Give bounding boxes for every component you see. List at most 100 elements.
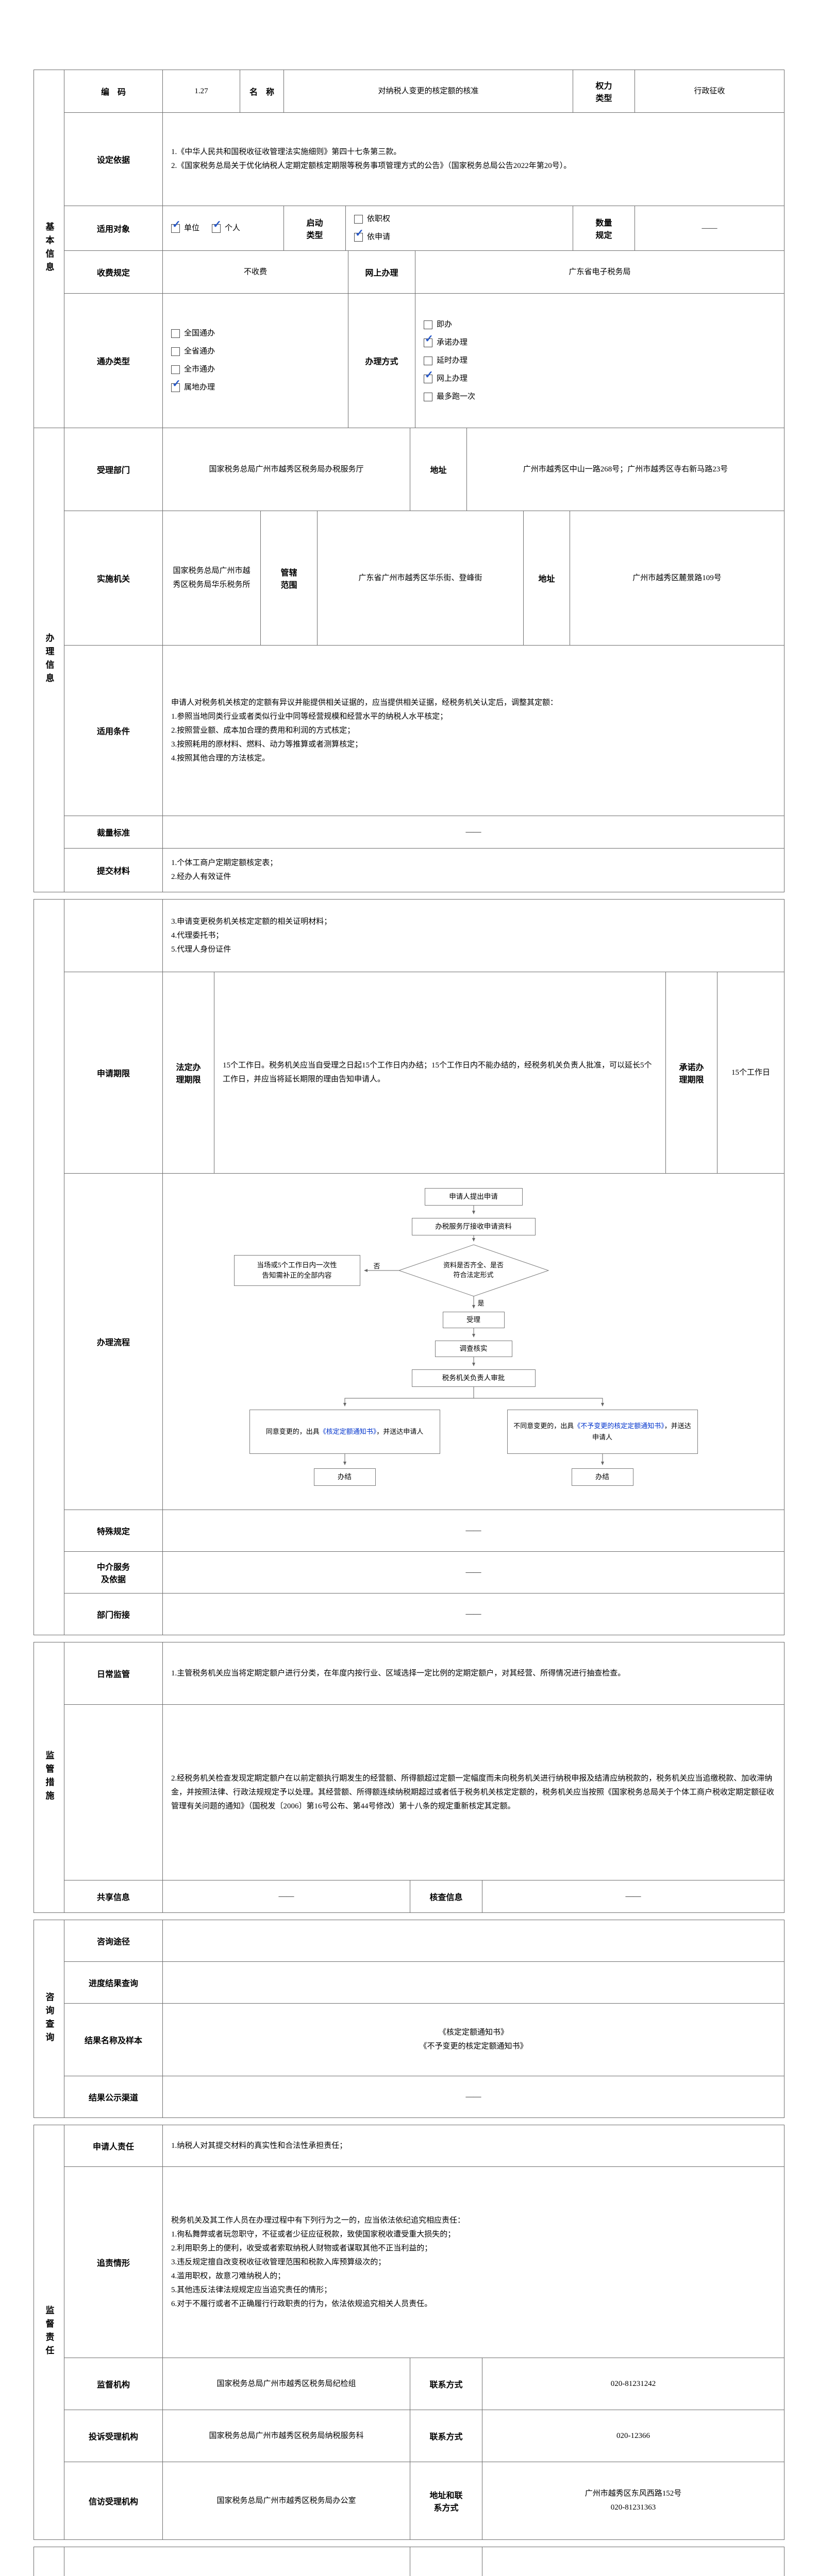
liability-label: 追责情形	[96, 2259, 130, 2268]
share-value: ——	[162, 1880, 410, 1912]
review-label: 行政复议机关	[64, 2547, 162, 2576]
review-addr-value: 广州市越秀区东风西路152号	[482, 2547, 784, 2576]
option-local: ✓ 属地办理	[171, 379, 215, 395]
result-text: 同意变更的，出具	[265, 1427, 320, 1435]
monitor-org-label: 监督机构	[96, 2381, 130, 2389]
checkbox-on-application[interactable]: ✓	[354, 228, 364, 242]
legal-period-label: 法定办 理期限	[162, 972, 214, 1173]
result-text: ，并送达申请人	[376, 1427, 424, 1435]
impl-scope-value: 广东省广州市越秀区华乐街、登峰街	[317, 511, 523, 645]
option-nationwide: 全国通办	[171, 327, 215, 341]
option-delayed: 延时办理	[424, 354, 468, 368]
option-unit: ✓ 单位	[171, 219, 200, 235]
flow-decision-complete: 资料是否齐全、是否 符合法定形式	[443, 1261, 504, 1279]
check-mark-icon: ✓	[425, 369, 433, 381]
checkbox-delayed[interactable]	[424, 356, 432, 365]
option-label: 全国通办	[184, 329, 215, 337]
option-label: 延时办理	[437, 356, 468, 365]
section-supervision-measures: 监管措施 日常监管 1.主管税务机关应当将定期定额户进行分类，在年度内按行业、区…	[34, 1642, 784, 1913]
condition-text: 申请人对税务机关核定的定额有异议并能提供相关证据的，应当提供相关证据，经税务机关…	[162, 646, 784, 816]
result-text: ，并送达申请人	[592, 1421, 691, 1441]
option-label: 依职权	[367, 215, 391, 223]
row-materials: 提交材料 1.个体工商户定期定额核定表； 2.经办人有效证件	[64, 848, 784, 892]
section-label-duty: 监督责任	[34, 2125, 64, 2539]
row-agency-service: 中介服务 及依据 ——	[64, 1551, 784, 1593]
power-type-label: 权力 类型	[573, 70, 635, 112]
quantity-value: ——	[635, 206, 784, 250]
check-info-label: 核查信息	[410, 1880, 482, 1912]
notice-doc-link: 《核定定额通知书》	[319, 1427, 377, 1435]
checkbox-nationwide[interactable]	[171, 329, 180, 338]
accept-addr-label: 地址	[410, 428, 466, 511]
check-mark-icon: ✓	[213, 218, 222, 230]
row-implementing-organ: 实施机关 国家税务总局广州市越秀区税务局华乐税务所 管辖 范围 广东省广州市越秀…	[64, 511, 784, 645]
row-handling-period: 申请期限 法定办 理期限 15个工作日。税务机关应当自受理之日起15个工作日内办…	[64, 972, 784, 1173]
flow-node-verify: 调查核实	[435, 1341, 512, 1357]
materials2-text: 3.申请变更税务机关核定定额的相关证明材料； 4.代理委托书； 5.代理人身份证…	[162, 900, 784, 972]
name-label: 名 称	[240, 70, 283, 112]
row-admin-review: 行政复议机关 国家税务总局广州市越秀区税务局 地址和联 系方式 广州市越秀区东风…	[64, 2547, 784, 2576]
complaint-org-label: 投诉受理机构	[88, 2433, 138, 2442]
checkbox-unit[interactable]: ✓	[171, 219, 181, 233]
accept-addr-value: 广州市越秀区中山一路268号；广州市越秀区寺右新马路23号	[466, 428, 784, 511]
checkbox-immediate[interactable]	[424, 320, 432, 329]
row-materials-continued: 3.申请变更税务机关核定定额的相关证明材料； 4.代理委托书； 5.代理人身份证…	[64, 900, 784, 972]
option-immediate: 即办	[424, 318, 452, 332]
check-mark-icon: ✓	[172, 378, 181, 389]
option-provincewide: 全省通办	[171, 345, 215, 359]
row-complaint-org: 投诉受理机构 国家税务总局广州市越秀区税务局纳税服务科 联系方式 020-123…	[64, 2410, 784, 2462]
row-legal-basis: 设定依据 1.《中华人民共和国税收征收管理法实施细则》第四十七条第三款。 2.《…	[64, 112, 784, 206]
basis-text: 1.《中华人民共和国税收征收管理法实施细则》第四十七条第三款。 2.《国家税务总…	[162, 113, 784, 206]
option-label: 全市通办	[184, 365, 215, 374]
checkbox-promised[interactable]: ✓	[424, 334, 433, 347]
code-label: 编 码	[101, 88, 126, 97]
flow-label: 办理流程	[96, 1338, 130, 1347]
method-options: 即办 ✓ 承诺办理 延时办理 ✓ 网上办理	[415, 294, 784, 428]
checkbox-one-visit[interactable]	[424, 392, 432, 401]
start-type-label: 启动 类型	[283, 206, 345, 250]
row-department-link: 部门衔接 ——	[64, 1593, 784, 1635]
condition-label: 适用条件	[96, 727, 130, 736]
start-type-options: 依职权 ✓ 依申请	[345, 206, 573, 250]
agency-label: 中介服务 及依据	[96, 1563, 130, 1584]
check-mark-icon: ✓	[355, 228, 364, 239]
tongban-label: 通办类型	[96, 358, 130, 366]
tongban-options: 全国通办 全省通办 全市通办 ✓ 属地办理	[162, 294, 348, 428]
consult-way-label: 咨询途径	[96, 1938, 130, 1946]
applicant-duty-label: 申请人责任	[92, 2143, 134, 2151]
share-label: 共享信息	[96, 1893, 130, 1902]
discretion-value: ——	[162, 816, 784, 848]
section-basic-info: 基本信息 编 码 1.27 名 称 对纳税人变更的核定额的核准 权力 类型 行政…	[34, 70, 784, 428]
empty-label	[64, 1705, 162, 1880]
discretion-label: 裁量标准	[96, 829, 130, 838]
option-label: 全省通办	[184, 347, 215, 355]
checkbox-individual[interactable]: ✓	[212, 219, 222, 233]
section-supervision-duty: 监督责任 申请人责任 1.纳税人对其提交材料的真实性和合法性承担责任； 追责情形…	[34, 2125, 784, 2540]
impl-addr-value: 广州市越秀区麓景路109号	[570, 511, 784, 645]
dept-link-value: ——	[162, 1594, 784, 1635]
progress-value	[162, 1962, 784, 2003]
petition-contact-label: 地址和联 系方式	[410, 2462, 482, 2539]
review-addr-label: 地址和联 系方式	[410, 2547, 482, 2576]
option-label: 单位	[184, 224, 200, 232]
publicity-label: 结果公示渠道	[88, 2094, 138, 2103]
check-mark-icon: ✓	[425, 333, 433, 345]
daily-label: 日常监管	[96, 1670, 130, 1679]
row-code-name-type: 编 码 1.27 名 称 对纳税人变更的核定额的核准 权力 类型 行政征收	[64, 70, 784, 112]
impl-scope-label: 管辖 范围	[260, 511, 317, 645]
checkbox-citywide[interactable]	[171, 365, 180, 374]
option-label: 个人	[225, 224, 241, 232]
code-value: 1.27	[162, 70, 240, 112]
dept-link-label: 部门衔接	[96, 1611, 130, 1620]
materials-text: 1.个体工商户定期定额核定表； 2.经办人有效证件	[162, 849, 784, 892]
flow-node-result-reject: 不同意变更的，出具《不予变更的核定定额通知书》，并送达申请人	[507, 1410, 698, 1454]
checkbox-local[interactable]: ✓	[171, 379, 181, 392]
section-legal-remedy: 法律救济 行政复议机关 国家税务总局广州市越秀区税务局 地址和联 系方式 广州市…	[34, 2547, 784, 2576]
row-result-name: 结果名称及样本 《核定定额通知书》 《不予变更的核定定额通知书》	[64, 2003, 784, 2076]
checkbox-online[interactable]: ✓	[424, 370, 433, 383]
promised-period-label: 承诺办 理期限	[665, 972, 717, 1173]
check-info-value: ——	[482, 1880, 784, 1912]
checkbox-ex-officio[interactable]	[354, 215, 363, 224]
flow-node-approve: 税务机关负责人审批	[411, 1369, 536, 1387]
checkbox-provincewide[interactable]	[171, 347, 180, 356]
